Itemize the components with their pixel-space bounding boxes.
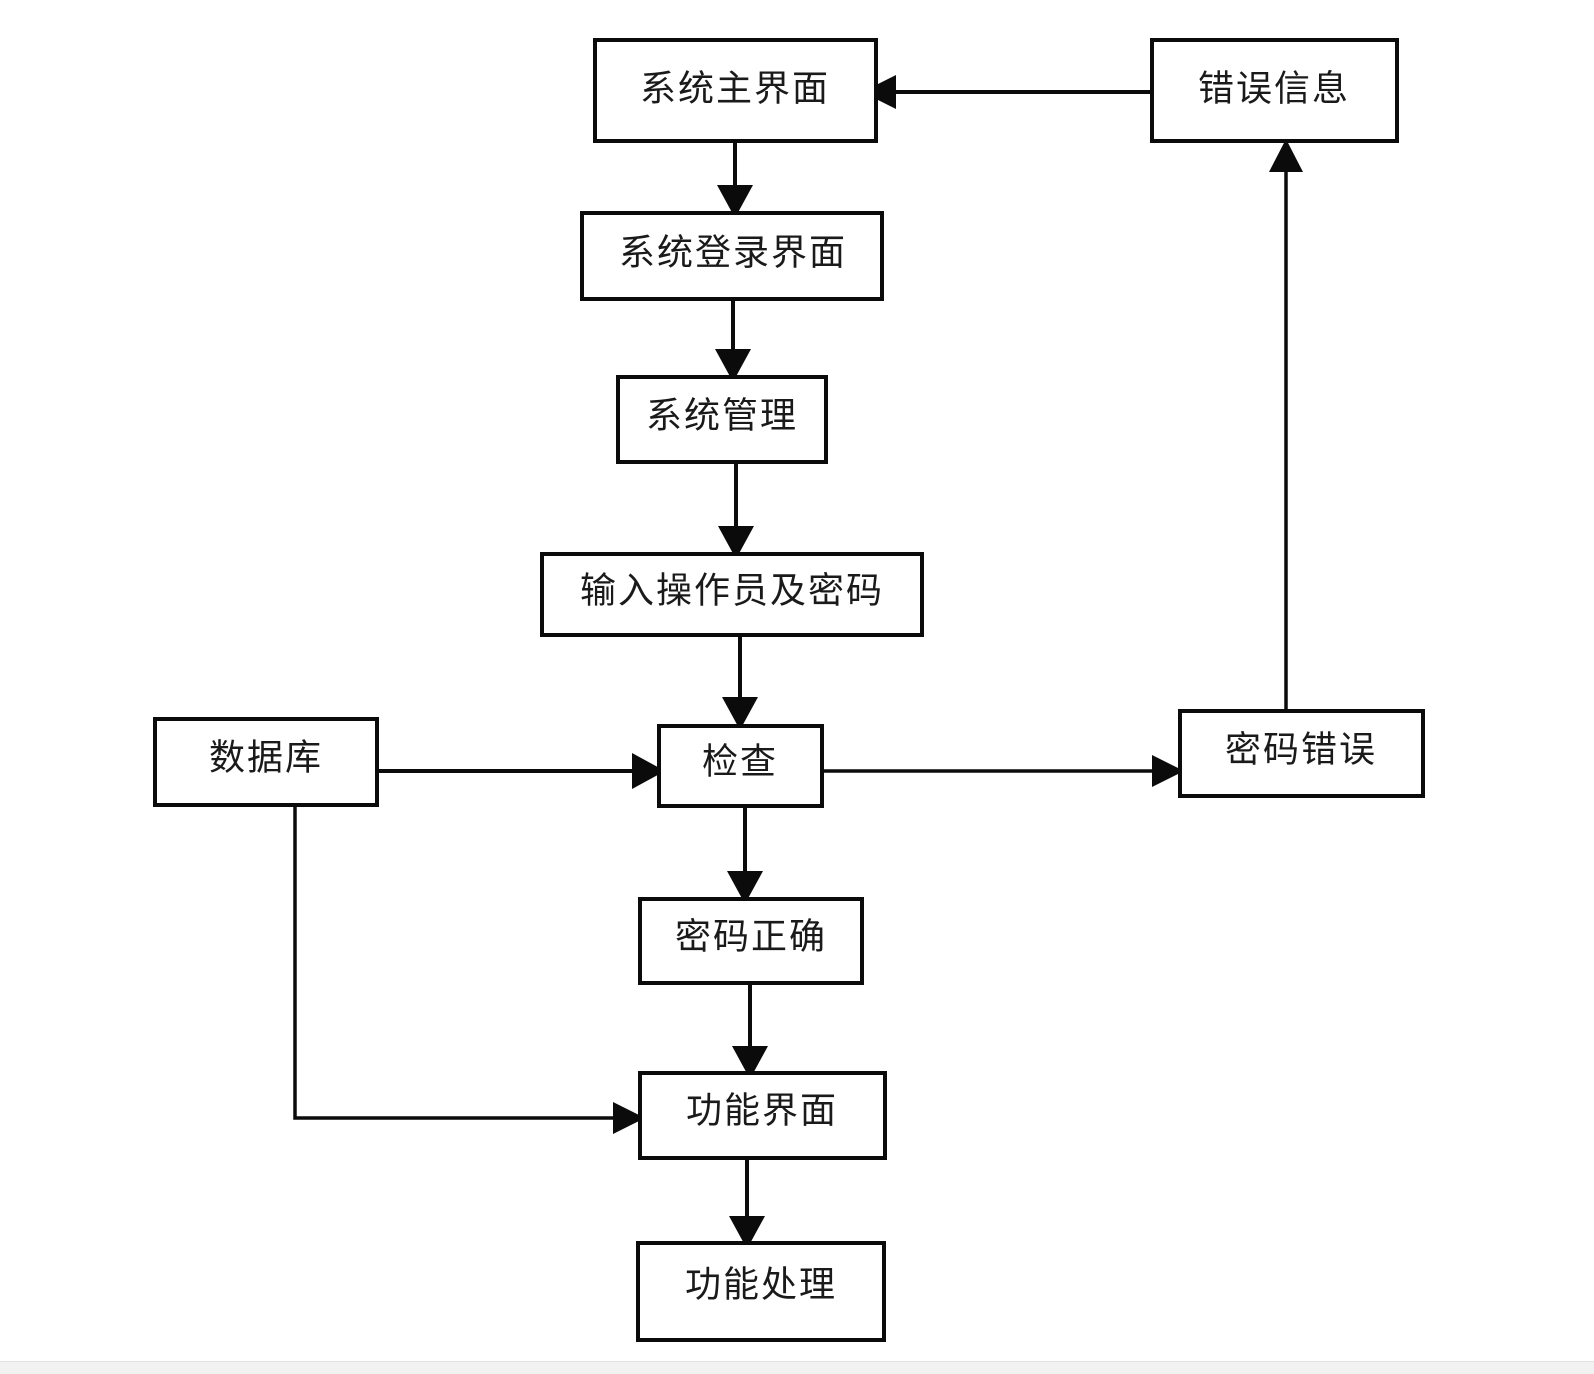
node-database[interactable]: 数据库 (153, 717, 379, 807)
page-bottom-strip (0, 1361, 1594, 1374)
edge-database-to-check (377, 753, 665, 789)
node-login-interface[interactable]: 系统登录界面 (580, 211, 884, 301)
node-function-interface[interactable]: 功能界面 (638, 1071, 887, 1160)
edge-check-to-password-error (822, 755, 1184, 787)
node-label-check: 检查 (702, 741, 778, 781)
edge-system-management-to-input-credentials (718, 462, 754, 559)
node-label-main-interface: 系统主界面 (640, 68, 830, 108)
edge-password-error-to-error-message (1269, 139, 1303, 711)
edge-login-interface-to-system-management (715, 299, 751, 382)
edge-error-message-to-main-interface (862, 75, 1152, 109)
node-label-system-management: 系统管理 (646, 395, 798, 435)
edge-check-to-password-correct (727, 806, 763, 904)
node-label-function-interface: 功能界面 (686, 1090, 838, 1130)
edge-password-correct-to-function-interface (732, 983, 768, 1079)
node-label-password-correct: 密码正确 (675, 916, 827, 956)
node-password-correct[interactable]: 密码正确 (638, 897, 864, 985)
node-password-error[interactable]: 密码错误 (1178, 709, 1425, 798)
node-label-password-error: 密码错误 (1225, 729, 1377, 769)
node-error-message[interactable]: 错误信息 (1150, 38, 1399, 143)
node-system-management[interactable]: 系统管理 (616, 375, 828, 464)
edge-main-interface-to-login-interface (717, 141, 753, 218)
node-label-login-interface: 系统登录界面 (619, 232, 847, 272)
node-label-input-credentials: 输入操作员及密码 (580, 570, 884, 610)
nodes-layer: 系统主界面 错误信息 系统登录界面 系统管理 输入操作员及密码 数据库 (153, 38, 1425, 1342)
edge-database-to-function-interface (293, 805, 645, 1134)
node-label-function-process: 功能处理 (685, 1264, 837, 1304)
node-input-credentials[interactable]: 输入操作员及密码 (540, 552, 924, 637)
edges-layer (293, 75, 1303, 1249)
node-function-process[interactable]: 功能处理 (636, 1241, 886, 1342)
node-check[interactable]: 检查 (657, 724, 824, 808)
node-label-error-message: 错误信息 (1198, 68, 1350, 108)
edge-input-credentials-to-check (722, 635, 758, 730)
edge-function-interface-to-function-process (729, 1158, 765, 1249)
node-label-database: 数据库 (209, 737, 323, 777)
node-main-interface[interactable]: 系统主界面 (593, 38, 878, 143)
